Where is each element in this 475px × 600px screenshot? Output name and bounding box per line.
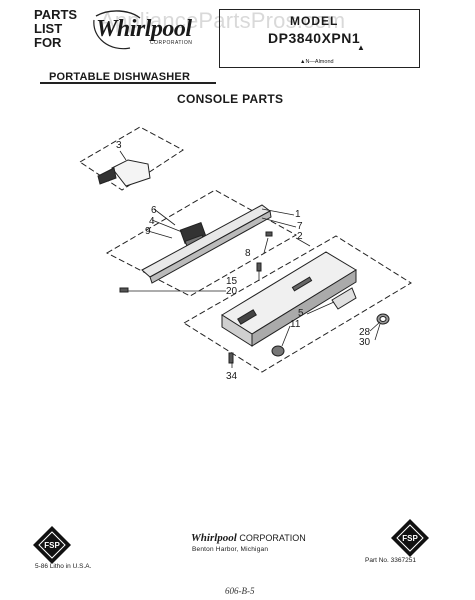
callout-4: 4 <box>149 216 155 227</box>
whirlpool-logo: Whirlpool <box>96 16 192 42</box>
fsp-logo-right-text: FSP <box>402 534 418 543</box>
callout-7: 7 <box>297 221 303 232</box>
model-label: MODEL <box>290 14 339 28</box>
model-color-note: ▲N—Almond <box>300 59 334 65</box>
callout-3: 3 <box>116 140 122 151</box>
title-rule <box>40 82 216 84</box>
callout-15: 15 <box>226 276 238 287</box>
callout-2: 2 <box>297 231 303 242</box>
callout-28: 28 <box>359 327 371 338</box>
parts-list-label: PARTS LIST FOR <box>34 8 77 50</box>
part-1-bracket <box>141 204 272 284</box>
model-number: DP3840XPN1 <box>268 30 361 46</box>
callout-5: 5 <box>298 308 304 319</box>
callout-8: 8 <box>245 248 251 259</box>
fsp-logo-left-text: FSP <box>44 541 60 550</box>
footer-corporation-suffix: CORPORATION <box>239 533 306 543</box>
footer-address: Benton Harbor, Michigan <box>192 546 269 553</box>
footer-corporation-name: Whirlpool <box>191 532 237 544</box>
console-panel <box>221 251 357 347</box>
callout-11: 11 <box>290 319 301 330</box>
callout-34: 34 <box>226 371 238 382</box>
fsp-logo-right-icon: FSP <box>391 519 429 557</box>
knob-icons <box>271 313 390 357</box>
callout-20: 20 <box>226 286 238 297</box>
footer-part-number: Part No. 3367251 <box>365 557 416 564</box>
callout-6: 6 <box>151 205 157 216</box>
parts-list-line: FOR <box>34 35 62 50</box>
watermark: AppliancePartsPros.com <box>100 8 346 33</box>
callout-9: 9 <box>145 226 151 237</box>
product-title: PORTABLE DISHWASHER <box>49 71 191 83</box>
callout-30: 30 <box>359 337 371 348</box>
parts-list-line: PARTS <box>34 7 78 22</box>
part-3-bracket <box>97 159 151 187</box>
section-title: CONSOLE PARTS <box>177 92 284 106</box>
footer-corporation: Whirlpool CORPORATION <box>191 532 306 544</box>
callout-1: 1 <box>295 209 301 220</box>
fsp-logo-left-icon: FSP <box>33 526 71 564</box>
whirlpool-logo-corp: CORPORATION <box>150 40 193 46</box>
model-box <box>219 9 420 68</box>
model-marker: ▲ <box>357 43 365 52</box>
footer-print-date: 5-86 Litho in U.S.A. <box>35 563 92 570</box>
parts-list-line: LIST <box>34 21 63 36</box>
whirlpool-swoosh-icon <box>93 10 141 50</box>
handwritten-note: 606-B-5 <box>225 586 255 596</box>
